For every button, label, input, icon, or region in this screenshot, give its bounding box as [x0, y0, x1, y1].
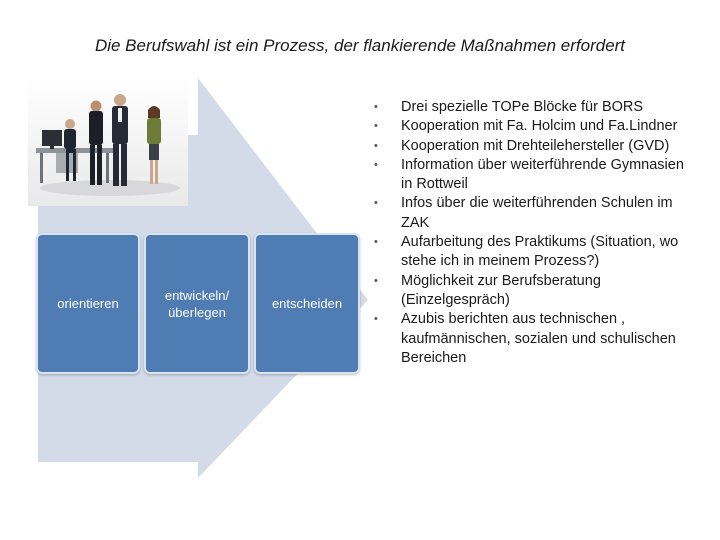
bullet-item: • Aufarbeitung des Praktikums (Situation,…: [372, 233, 692, 272]
office-people-photo: [28, 78, 188, 206]
bullet-text: Kooperation mit Drehteilehersteller (GVD…: [401, 137, 670, 154]
bullet-text: Azubis berichten aus technischen , kaufm…: [401, 311, 676, 366]
bullet-item: • Kooperation mit Fa. Holcim und Fa.Lindn…: [372, 117, 692, 136]
bullet-dot-icon: •: [374, 197, 378, 210]
process-step-label: entscheiden: [271, 296, 343, 311]
bullet-text: Aufarbeitung des Praktikums (Situation, …: [401, 234, 679, 270]
bullet-item: • Infos über die weiterführenden Schulen …: [372, 194, 692, 233]
slide-title: Die Berufswahl ist ein Prozess, der flan…: [94, 36, 626, 55]
bullet-dot-icon: •: [374, 139, 378, 152]
bullet-text: Information über weiterführende Gymnasie…: [401, 156, 684, 193]
bullet-item: • Möglichkeit zur Berufsberatung (Einzelg…: [372, 272, 692, 311]
bullet-item: • Azubis berichten aus technischen , kauf…: [372, 310, 692, 368]
bullet-dot-icon: •: [374, 313, 378, 326]
bullet-dot-icon: •: [374, 236, 378, 249]
bullet-dot-icon: •: [374, 120, 378, 133]
process-step-label: orientieren: [57, 296, 119, 311]
process-step-label: entwickeln/ überlegen: [164, 287, 230, 320]
bullet-text: Drei spezielle TOPe Blöcke für BORS: [401, 99, 644, 115]
bullet-item: • Kooperation mit Drehteilehersteller (GV…: [372, 137, 692, 156]
bullet-text: Möglichkeit zur Berufsberatung (Einzelge…: [401, 272, 601, 308]
bullet-dot-icon: •: [374, 101, 378, 113]
bullet-item: • Information über weiterführende Gymnasi…: [372, 156, 692, 195]
bullet-item: • Drei spezielle TOPe Blöcke für BORS: [372, 98, 692, 117]
bullet-text: Kooperation mit Fa. Holcim und Fa.Lindne…: [401, 118, 678, 135]
measures-bullet-list: • Drei spezielle TOPe Blöcke für BORS • Ko…: [372, 98, 692, 368]
bullet-dot-icon: •: [374, 274, 378, 287]
bullet-dot-icon: •: [374, 158, 378, 171]
bullet-text: Infos über die weiterführenden Schulen i…: [401, 195, 673, 231]
process-step-entwickeln: entwickeln/ überlegen: [144, 233, 250, 374]
process-step-orientieren: orientieren: [36, 233, 140, 374]
process-step-entscheiden: entscheiden: [254, 233, 360, 374]
